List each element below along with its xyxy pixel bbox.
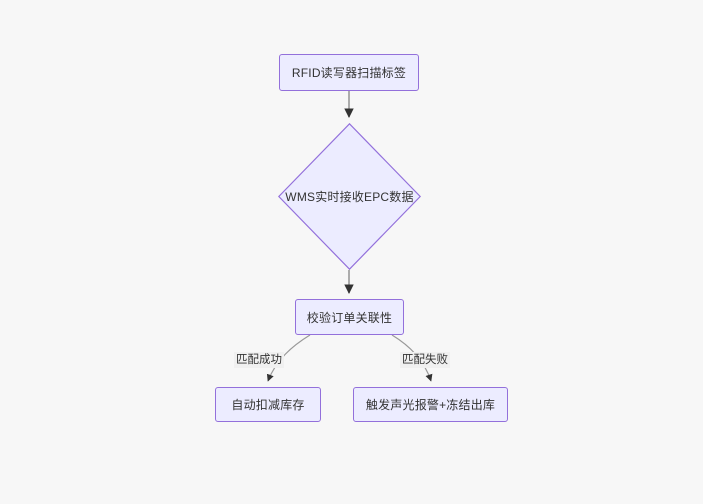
edge-label-text: 匹配失败 <box>402 354 448 366</box>
node-trigger-alarm-freeze-outbound[interactable]: 触发声光报警+冻结出库 <box>353 387 508 422</box>
node-rfid-reader-scan[interactable]: RFID读写器扫描标签 <box>279 54 419 91</box>
node-label: WMS实时接收EPC数据 <box>285 190 414 204</box>
node-verify-order-association[interactable]: 校验订单关联性 <box>295 299 404 335</box>
node-label: 触发声光报警+冻结出库 <box>365 398 496 412</box>
node-label: 自动扣减库存 <box>231 398 305 412</box>
edge-n3-n4 <box>266 334 311 382</box>
diamond-shape <box>278 123 421 270</box>
node-auto-deduct-inventory[interactable]: 自动扣减库存 <box>215 387 321 422</box>
node-label: 校验订单关联性 <box>306 310 393 325</box>
node-label: RFID读写器扫描标签 <box>291 66 407 80</box>
edge-label-match-success: 匹配成功 <box>234 352 284 368</box>
edge-label-match-failure: 匹配失败 <box>400 352 450 368</box>
node-wms-receive-epc[interactable]: WMS实时接收EPC数据 <box>278 123 421 270</box>
edge-label-text: 匹配成功 <box>236 354 282 366</box>
